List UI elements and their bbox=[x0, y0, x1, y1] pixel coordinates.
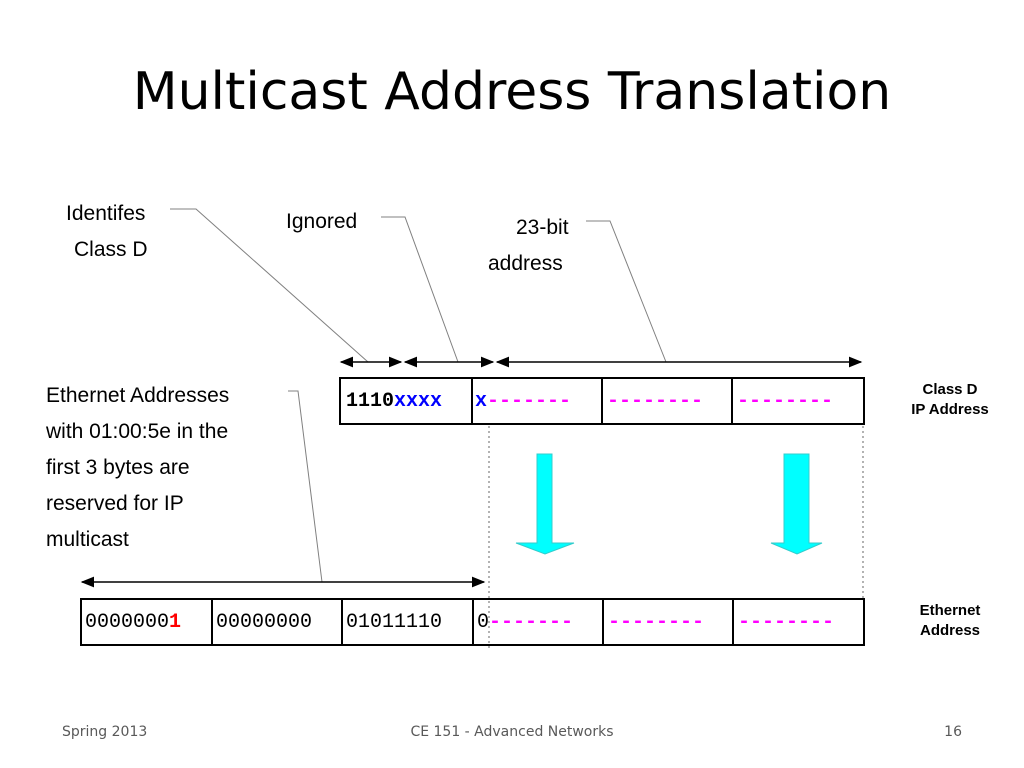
eth-label-line1: Ethernet bbox=[919, 602, 981, 619]
ethernet-note-line: with 01:00:5e in the bbox=[46, 420, 229, 443]
ethernet-note-line: multicast bbox=[46, 528, 129, 551]
ethernet-note-leader-line bbox=[288, 390, 323, 583]
ip-byte2-rest: ------- bbox=[487, 389, 572, 413]
eth-byte4: 0------- bbox=[474, 600, 604, 644]
ethernet-note-line: first 3 bytes are bbox=[46, 456, 190, 479]
ip-label-line1: Class D bbox=[922, 381, 978, 398]
ignored-label: Ignored bbox=[286, 210, 358, 233]
ethernet-note-line: reserved for IP bbox=[46, 492, 184, 515]
ip-label-line2: IP Address bbox=[911, 401, 989, 418]
eth-zero-bit: 0 bbox=[477, 610, 490, 634]
ip-byte2: x------- bbox=[473, 379, 603, 423]
slide-title: Multicast Address Translation bbox=[132, 62, 892, 122]
mapping-arrow-left bbox=[515, 453, 575, 555]
ip-ignored-bit: x bbox=[475, 389, 488, 413]
eth-byte3: 01011110 bbox=[343, 600, 474, 644]
ip-ignored-bits: xxxx bbox=[394, 389, 443, 413]
ethernet-note: Ethernet Addresses with 01:00:5e in the … bbox=[46, 378, 229, 558]
ignored-leader-line bbox=[381, 216, 459, 363]
eth-multicast-bit: 1 bbox=[169, 610, 182, 634]
identifies-leader-line bbox=[170, 208, 369, 363]
23bit-label-line2: address bbox=[488, 252, 563, 275]
ip-byte4: -------- bbox=[737, 389, 834, 413]
ip-prefix-bits: 1110 bbox=[346, 389, 395, 413]
identifies-label-line2: Class D bbox=[74, 238, 148, 261]
ip-address-side-label: Class D IP Address bbox=[890, 380, 1010, 420]
eth-byte6: -------- bbox=[738, 610, 835, 634]
ethernet-note-line: Ethernet Addresses bbox=[46, 384, 230, 407]
footer-date: Spring 2013 bbox=[62, 724, 148, 740]
eth-byte2: 00000000 bbox=[213, 600, 343, 644]
ethernet-address-side-label: Ethernet Address bbox=[890, 601, 1010, 641]
identifies-label-line1: Identifes bbox=[66, 202, 146, 225]
eth-label-line2: Address bbox=[919, 622, 981, 639]
23bit-leader-line bbox=[586, 220, 667, 363]
ip-byte3: -------- bbox=[603, 379, 733, 423]
footer-page-number: 16 bbox=[944, 724, 962, 740]
footer-course: CE 151 - Advanced Networks bbox=[410, 724, 614, 740]
eth-byte4-rest: ------- bbox=[489, 610, 574, 634]
23bit-label-line1: 23-bit bbox=[516, 216, 569, 239]
eth-byte5: -------- bbox=[604, 600, 734, 644]
eth-byte1-prefix: 0000000 bbox=[85, 610, 170, 634]
mapping-arrow-right bbox=[770, 453, 823, 555]
